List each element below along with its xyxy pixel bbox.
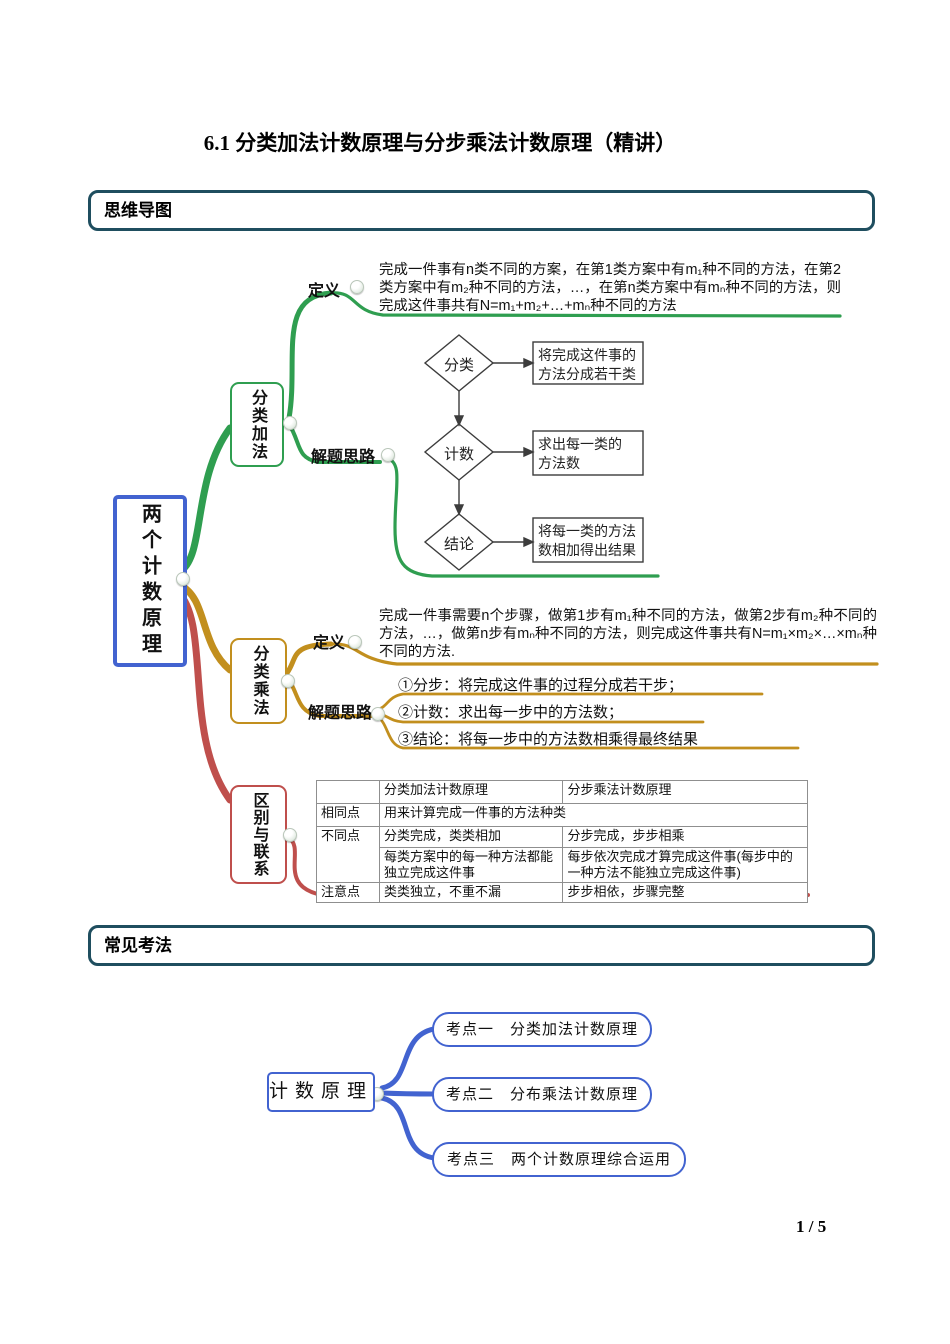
flow-box-1-text: 将完成这件事的方法分成若干类 [538, 347, 636, 382]
table-diff-row2-col1: 每类方案中的每一种方法都能独立完成这件事 [378, 847, 564, 883]
mul-def-connector-dot [348, 635, 362, 649]
table-row: 分类加法计数原理 分步乘法计数原理 [316, 780, 808, 804]
table-diff-row2-col2: 每步依次完成才算完成这件事(每步中的一种方法不能独立完成这件事) [562, 847, 808, 883]
topic-curve-3 [379, 1095, 437, 1161]
branch-curve-mul [176, 581, 234, 674]
flow-arrowhead-down-2 [453, 504, 465, 516]
table-row: 不同点 分类完成，类类相加 分步完成，步步相乘 [316, 826, 808, 883]
table-note-col2: 步步相依，步骤完整 [562, 882, 808, 903]
topic-node-3: 考点三 两个计数原理综合运用 [432, 1142, 686, 1177]
branch-curve-mul-def-thick [284, 641, 334, 676]
branch-curve-add-approach [287, 422, 382, 464]
mul-step-1: ①分步：将完成这件事的过程分成若干步； [398, 677, 684, 694]
add-definition-text: 完成一件事有n类不同的方案，在第1类方案中有m₁种不同的方法，在第2类方案中有m… [379, 262, 841, 314]
add-def-connector-dot [350, 280, 364, 294]
flow-box-3 [532, 517, 644, 563]
branch-node-add: 分类加法 [230, 382, 284, 467]
mul-step-2: ②计数：求出每一步中的方法数； [398, 704, 624, 721]
table-cell-empty [316, 780, 380, 804]
mul-approach-label: 解题思路 [308, 705, 373, 722]
add-approach-connector-dot [381, 448, 395, 462]
section-header-mindmap: 思维导图 [88, 190, 875, 231]
table-same-text: 用来计算完成一件事的方法种类 [378, 803, 809, 827]
topic-node-1: 考点一 分类加法计数原理 [432, 1012, 652, 1047]
topic-node-2: 考点二 分布乘法计数原理 [432, 1077, 652, 1112]
table-diff-label: 不同点 [316, 826, 380, 883]
mul-approach-connector-dot [371, 707, 385, 721]
diff-connector-dot [283, 828, 297, 842]
table-diff-row1-col2: 分步完成，步步相乘 [562, 826, 808, 848]
topic-curve-1 [379, 1026, 437, 1091]
table-same-label: 相同点 [316, 803, 380, 827]
table-row: 注意点 类类独立，不重不漏 步步相依，步骤完整 [316, 882, 808, 903]
table-row: 每类方案中的每一种方法都能独立完成这件事 每步依次完成才算完成这件事(每步中的一… [317, 847, 808, 883]
flow-diamond-3-label: 结论 [443, 536, 474, 553]
branch-curve-add-approach-tail [385, 456, 660, 578]
branch-curve-diff [174, 588, 234, 804]
table-diff-row1-col1: 分类完成，类类相加 [378, 826, 564, 848]
flow-diamond-2-label: 计数 [443, 446, 474, 463]
mul-definition-label: 定义 [313, 635, 346, 652]
section-header-exam: 常见考法 [88, 925, 875, 966]
branch-node-diff: 区别与联系 [230, 785, 287, 884]
table-col1-header: 分类加法计数原理 [378, 780, 564, 804]
comparison-table: 分类加法计数原理 分步乘法计数原理 相同点 用来计算完成一件事的方法种类 不同点… [316, 780, 809, 903]
page-title: 6.1 分类加法计数原理与分步乘法计数原理（精讲） [203, 131, 677, 155]
topic-curve-2 [379, 1090, 437, 1097]
flow-arrowhead-right-2 [523, 446, 535, 458]
flow-box-2-text: 求出每一类的方法数 [538, 436, 622, 471]
flow-box-1 [532, 341, 644, 385]
table-note-label: 注意点 [316, 882, 380, 903]
root-node-counting-principle: 计数原理 [267, 1072, 375, 1112]
table-row: 相同点 用来计算完成一件事的方法种类 [316, 803, 809, 827]
table-note-col1: 类类独立，不重不漏 [378, 882, 564, 903]
root-connector-dot [176, 572, 190, 586]
mul-connector-dot [281, 674, 295, 688]
flow-box-3-text: 将每一类的方法数相加得出结果 [538, 523, 636, 558]
page-number: 1 / 5 [796, 1217, 827, 1236]
branch-curve-add [178, 424, 234, 574]
mul-definition-text: 完成一件事需要n个步骤，做第1步有m₁种不同的方法，做第2步有m₂种不同的方法，… [379, 608, 877, 660]
branch-curve-add-def-thick [286, 290, 334, 421]
flow-arrowhead-down-1 [453, 415, 465, 427]
table-col2-header: 分步乘法计数原理 [562, 780, 808, 804]
flow-box-2 [532, 430, 644, 476]
section-header-mindmap-label: 思维导图 [104, 201, 172, 220]
flow-arrowhead-right-3 [523, 536, 535, 548]
add-connector-dot [283, 416, 297, 430]
flow-diamond-1-label: 分类 [443, 357, 474, 374]
add-approach-label: 解题思路 [311, 449, 376, 466]
add-definition-label: 定义 [308, 283, 341, 300]
mul-step-3: ③结论：将每一步中的方法数相乘得最终结果 [398, 731, 699, 748]
branch-node-mul: 分类乘法 [230, 638, 287, 724]
flow-arrowhead-right-1 [523, 357, 535, 369]
flow-diamond-3 [423, 513, 495, 571]
section-header-exam-label: 常见考法 [104, 936, 172, 955]
